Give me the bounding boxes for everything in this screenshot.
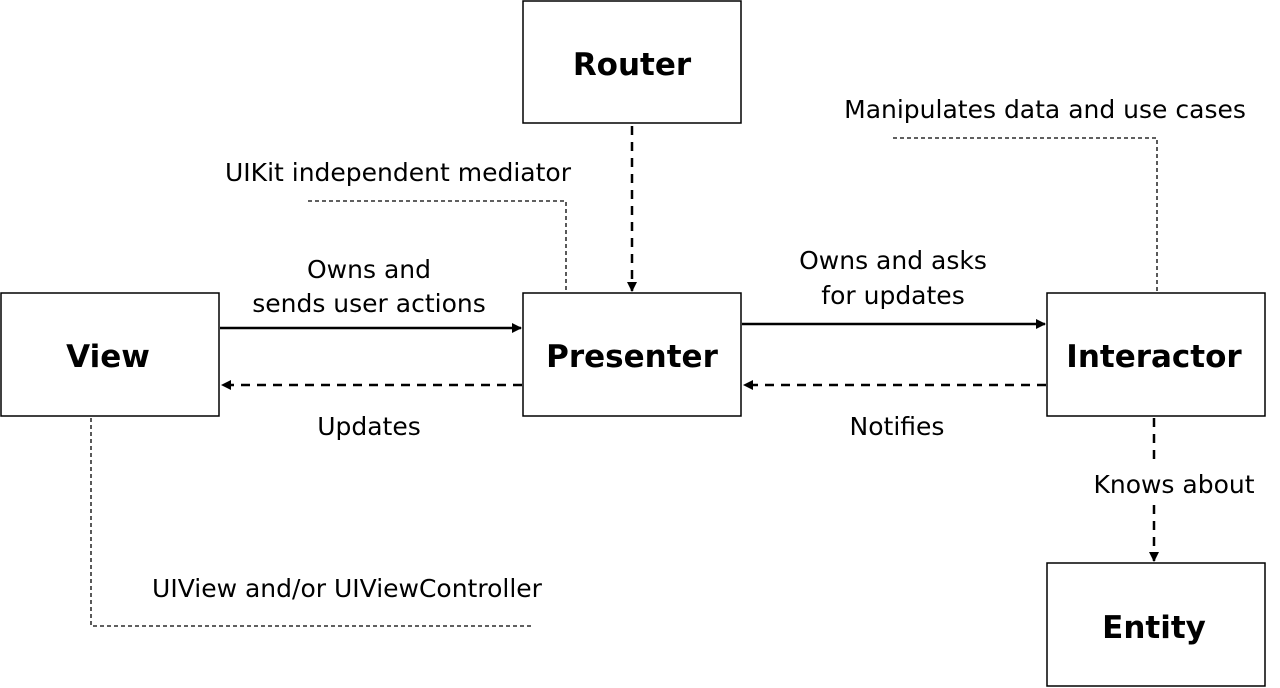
presenter-note: UIKit independent mediator	[225, 158, 572, 187]
interactor-label: Interactor	[1066, 339, 1242, 375]
entity-label: Entity	[1102, 610, 1206, 646]
interactor-box: Interactor	[1046, 292, 1266, 417]
view-to-presenter-label-line2: sends user actions	[252, 289, 486, 318]
presenter-note-connector	[308, 200, 567, 291]
view-note: UIView and/or UIViewController	[152, 574, 543, 603]
interactor-to-entity-label: Knows about	[1093, 470, 1254, 499]
view-label: View	[66, 339, 150, 375]
router-box: Router	[522, 0, 742, 124]
interactor-note: Manipulates data and use cases	[844, 95, 1246, 124]
presenter-label: Presenter	[546, 339, 718, 375]
view-box: View	[0, 292, 220, 417]
router-label: Router	[573, 47, 692, 83]
presenter-box: Presenter	[522, 292, 742, 417]
presenter-to-view-label: Updates	[317, 412, 421, 441]
view-to-presenter-label-line1: Owns and	[307, 255, 431, 284]
presenter-to-interactor-label-line2: for updates	[821, 281, 964, 310]
entity-box: Entity	[1046, 562, 1266, 687]
interactor-to-presenter-label: Notifies	[850, 412, 945, 441]
interactor-note-connector	[893, 137, 1158, 291]
presenter-to-interactor-label-line1: Owns and asks	[799, 246, 987, 275]
